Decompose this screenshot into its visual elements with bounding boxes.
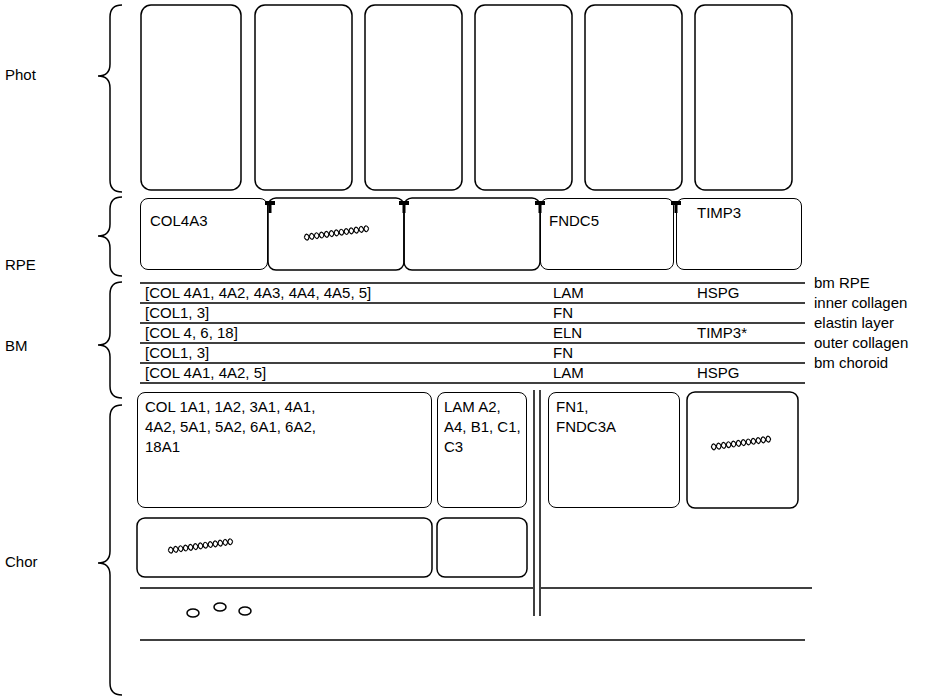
node-text: LAM A2, A4, B1, C1, C3 (444, 397, 522, 457)
layer-label: Chor (5, 554, 38, 570)
sublayer-label: inner collagen (814, 295, 907, 311)
collagen-helix (711, 436, 771, 450)
layer-label: BM (5, 338, 28, 354)
layer-label: RPE (5, 257, 36, 273)
node-text: COL4A3 (150, 211, 263, 231)
vessel-wall (539, 390, 541, 616)
rpe-cell: FNDC5 (540, 198, 674, 270)
component-label: HSPG (697, 285, 740, 301)
layer-line (140, 302, 805, 304)
component-label: [COL 4A1, 4A2, 4A3, 4A4, 4A5, 5] (145, 285, 371, 301)
bracket (98, 5, 122, 192)
photoreceptor-cell (365, 5, 462, 190)
layer-line (140, 322, 805, 324)
component-label: ELN (553, 325, 582, 341)
sublayer-label: bm RPE (814, 275, 870, 291)
rpe-cell (404, 198, 540, 270)
component-label: LAM (553, 285, 584, 301)
photoreceptor-cell (475, 5, 572, 190)
component-label: [COL1, 3] (145, 305, 209, 321)
layer-line (140, 282, 805, 284)
choroid-box: LAM A2, A4, B1, C1, C3 (437, 392, 527, 508)
photoreceptor-cell (141, 5, 241, 190)
component-label: LAM (553, 365, 584, 381)
layer-line (140, 362, 805, 364)
rpe-cell (268, 198, 404, 270)
node-text: TIMP3 (697, 203, 797, 223)
sublayer-label: outer collagen (814, 335, 908, 351)
collagen-helix (168, 538, 233, 553)
collagen-helix (304, 225, 369, 240)
choroid-box (687, 392, 798, 508)
node-text: COL 1A1, 1A2, 3A1, 4A1, 4A2, 5A1, 5A2, 6… (145, 397, 335, 457)
sublayer-label: elastin layer (814, 315, 894, 331)
vessel-wall (140, 587, 533, 589)
component-label: [COL1, 3] (145, 345, 209, 361)
component-label: FN (553, 305, 573, 321)
sublayer-label: bm choroid (814, 355, 888, 371)
choroid-box (437, 518, 527, 577)
layer-line (140, 342, 805, 344)
vessel-wall (140, 639, 805, 641)
bracket (98, 405, 122, 695)
choroid-box (137, 518, 432, 577)
photoreceptor-cell (255, 5, 352, 190)
component-label: TIMP3* (697, 325, 747, 341)
bracket (98, 197, 122, 276)
choroid-box: FN1, FNDC3A (548, 392, 680, 508)
layer-line (140, 382, 805, 384)
bracket (98, 282, 122, 398)
tight-junction (269, 201, 272, 213)
blood-cell (187, 609, 199, 617)
blood-cell (214, 603, 226, 611)
component-label: [COL 4, 6, 18] (145, 325, 238, 341)
choroid-box: COL 1A1, 1A2, 3A1, 4A1, 4A2, 5A1, 5A2, 6… (137, 392, 432, 508)
component-label: FN (553, 345, 573, 361)
rpe-cell: COL4A3 (140, 198, 268, 270)
tight-junction (403, 201, 406, 213)
vessel-wall (541, 587, 812, 589)
rpe-cell: TIMP3 (676, 198, 802, 270)
photoreceptor-cell (695, 5, 792, 190)
layer-label: Phot (5, 67, 36, 83)
blood-cell (239, 607, 251, 615)
node-text: FN1, FNDC3A (556, 397, 626, 437)
photoreceptor-cell (585, 5, 682, 190)
vessel-wall (533, 390, 535, 616)
node-text: FNDC5 (549, 211, 669, 231)
component-label: HSPG (697, 365, 740, 381)
component-label: [COL 4A1, 4A2, 5] (145, 365, 266, 381)
